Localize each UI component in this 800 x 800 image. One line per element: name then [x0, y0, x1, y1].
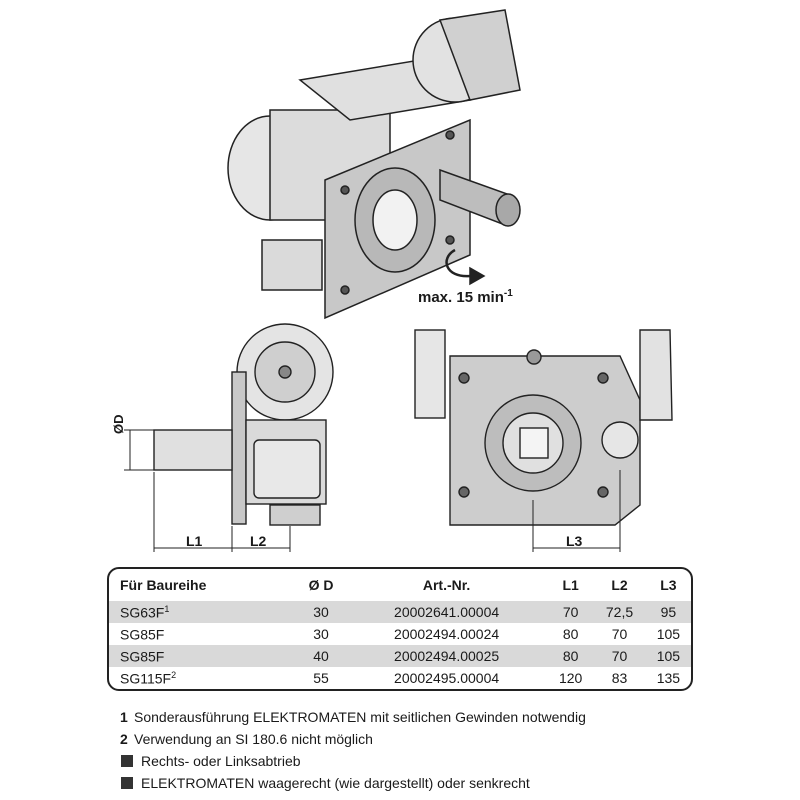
cell-l3: 135	[656, 670, 681, 686]
dimension-diameter-label: ØD	[111, 414, 126, 435]
square-bullet-icon	[121, 755, 133, 767]
cell-l2: 72,5	[593, 601, 646, 623]
footnote-marker: 1	[120, 709, 128, 725]
square-bullet-icon	[121, 777, 133, 789]
cell-l2: 83	[611, 670, 628, 686]
header-diameter: Ø D	[308, 577, 334, 593]
cell-series: SG85F	[109, 645, 298, 667]
spec-table: Für Baureihe Ø D Art.-Nr. L1 L2 L3 SG63F…	[107, 567, 693, 691]
cell-l1: 120	[558, 670, 583, 686]
front-view	[414, 329, 673, 552]
header-series: Für Baureihe	[120, 577, 207, 593]
cell-article-number: 20002494.00024	[394, 626, 500, 642]
cell-l1: 80	[548, 645, 594, 667]
footnote-2: 2 Verwendung an SI 180.6 nicht möglich	[120, 728, 586, 750]
bullet-output-direction: Rechts- oder Linksabtrieb	[120, 750, 586, 772]
cell-diameter: 30	[313, 626, 329, 642]
bullet-mounting-orientation: ELEKTROMATEN waagerecht (wie dargestellt…	[120, 772, 586, 794]
cell-article-number: 20002494.00025	[345, 645, 549, 667]
cell-l1: 80	[562, 626, 579, 642]
header-l1: L1	[562, 577, 579, 593]
cell-article-number: 20002641.00004	[345, 601, 549, 623]
cell-l3: 95	[645, 601, 691, 623]
cell-l2: 70	[593, 645, 646, 667]
table-header-row: Für Baureihe Ø D Art.-Nr. L1 L2 L3	[109, 569, 691, 601]
cell-series: SG85F	[120, 626, 165, 643]
dimension-l2-label: L2	[250, 533, 267, 549]
speed-label: max. 15 min-1	[418, 288, 513, 306]
dimension-l3-label: L3	[566, 533, 583, 549]
cell-diameter: 55	[313, 670, 329, 686]
header-l3: L3	[660, 577, 677, 593]
technical-drawing	[124, 9, 673, 552]
bullet-text: ELEKTROMATEN waagerecht (wie dargestellt…	[141, 775, 530, 791]
bullet-text: Rechts- oder Linksabtrieb	[141, 753, 301, 769]
table-row: SG85F 30 20002494.00024 80 70 105	[109, 623, 691, 645]
footnotes: 1 Sonderausführung ELEKTROMATEN mit seit…	[120, 706, 586, 794]
side-view	[124, 323, 334, 552]
cell-l3: 105	[656, 626, 681, 642]
footnote-text: Sonderausführung ELEKTROMATEN mit seitli…	[134, 709, 586, 725]
cell-article-number: 20002495.00004	[394, 670, 500, 686]
header-l2: L2	[611, 577, 628, 593]
cell-diameter: 40	[297, 645, 346, 667]
table-row: SG85F 40 20002494.00025 80 70 105	[109, 645, 691, 667]
table-row: SG115F2 55 20002495.00004 120 83 135	[109, 667, 691, 689]
cell-l1: 70	[548, 601, 594, 623]
table-row: SG63F1 30 20002641.00004 70 72,5 95	[109, 601, 691, 623]
cell-series: SG115F2	[120, 669, 177, 687]
cell-l3: 105	[645, 645, 691, 667]
cell-series: SG63F1	[109, 601, 298, 623]
cell-diameter: 30	[297, 601, 346, 623]
footnote-1: 1 Sonderausführung ELEKTROMATEN mit seit…	[120, 706, 586, 728]
isometric-view	[227, 9, 521, 320]
footnote-marker: 2	[120, 731, 128, 747]
cell-l2: 70	[611, 626, 628, 642]
header-article-number: Art.-Nr.	[422, 577, 471, 593]
dimension-l1-label: L1	[186, 533, 203, 549]
footnote-text: Verwendung an SI 180.6 nicht möglich	[134, 731, 373, 747]
